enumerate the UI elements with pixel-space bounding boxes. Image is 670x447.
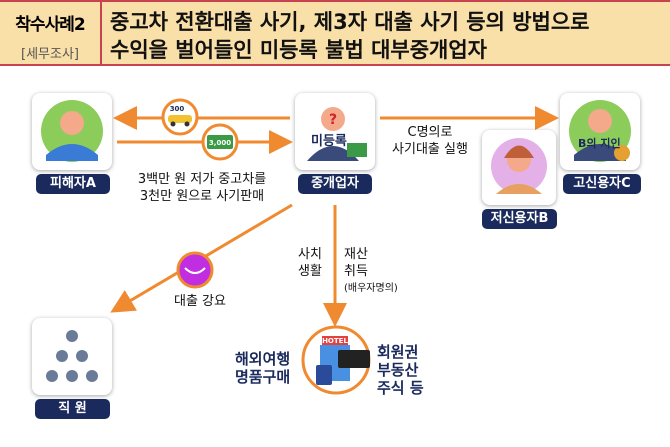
group-icon [46, 330, 98, 382]
person-icon [41, 100, 103, 162]
luxury-line-1: 사치 [298, 247, 322, 262]
acquaintance-badge: B의 지인 [578, 137, 621, 150]
page-title: 중고차 전환대출 사기, 제3자 대출 사기 등의 방법으로 수익을 벌어들인 … [110, 8, 590, 64]
case-label: 착수사례2 [15, 15, 85, 35]
fraud-sale-text: 3백만 원 저가 중고차를 3천만 원으로 사기판매 [112, 171, 292, 205]
broker-card: ? 미등록 [295, 93, 375, 170]
asset-note: (배우자명의) [344, 283, 398, 294]
loan-line-2: 사기대출 실행 [392, 142, 468, 157]
svg-text:300: 300 [170, 105, 185, 113]
assets-line-2: 부동산 [377, 361, 419, 379]
svg-text:HOTEL: HOTEL [322, 337, 348, 345]
asset-line-1: 재산 [344, 247, 368, 262]
person-icon [569, 100, 631, 162]
assets-line-1: 회원권 [377, 343, 419, 361]
title-line-1: 중고차 전환대출 사기, 제3자 대출 사기 등의 방법으로 [110, 10, 590, 34]
devil-icon [176, 251, 214, 289]
car-icon: 300 [161, 98, 199, 136]
case-box: 착수사례2 [세무조사] [0, 2, 102, 64]
spend-line-2: 명품구매 [235, 368, 291, 386]
lender-c-label: 고신용자C [563, 174, 641, 194]
asset-line-2: 취득 [344, 264, 368, 279]
cash-icon: 3,000 [201, 123, 239, 161]
svg-text:?: ? [329, 112, 337, 128]
unregistered-badge: 미등록 [311, 134, 347, 149]
fraud-sale-line-1: 3백만 원 저가 중고차를 [137, 172, 267, 187]
luxury-line-2: 생활 [298, 264, 322, 279]
victim-card [32, 93, 112, 170]
category-tag: [세무조사] [21, 47, 79, 62]
assets-icon: HOTEL [301, 325, 371, 395]
lender-c-card: B의 지인 [560, 93, 640, 170]
title-line-2: 수익을 벌어들인 미등록 불법 대부중개업자 [110, 38, 488, 62]
loan-line-1: C명의로 [407, 125, 453, 140]
broker-label: 중개업자 [298, 174, 372, 194]
lender-b-label: 저신용자B [482, 209, 557, 229]
coerce-text: 대출 강요 [174, 294, 226, 309]
lender-b-card [482, 130, 556, 205]
businessman-icon: ? [307, 107, 367, 161]
fraud-sale-line-2: 3천만 원으로 사기판매 [139, 189, 265, 204]
employees-label: 직 원 [35, 399, 110, 419]
assets-line-3: 주식 등 [377, 379, 424, 397]
victim-label: 피해자A [36, 174, 110, 194]
svg-text:3,000: 3,000 [209, 139, 231, 147]
employees-card [32, 318, 112, 395]
woman-icon [491, 138, 547, 194]
header: 착수사례2 [세무조사] 중고차 전환대출 사기, 제3자 대출 사기 등의 방… [0, 0, 670, 66]
spend-line-1: 해외여행 [235, 350, 291, 368]
